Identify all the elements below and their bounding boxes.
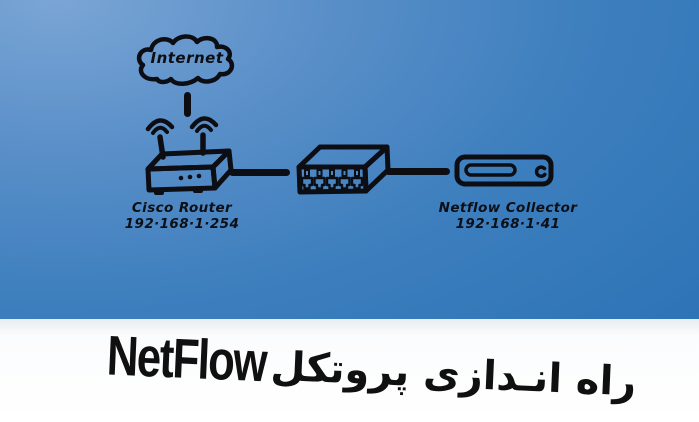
internet-cloud: Internet <box>131 33 243 90</box>
connector-switch-collector <box>385 168 450 175</box>
title-netflow-text: NetFlow <box>105 323 268 394</box>
title-persian-text: راه انـدازی پروتکل <box>269 343 638 406</box>
collector-ip-label: 192·168·1·41 <box>455 216 561 232</box>
collector-icon <box>454 154 554 187</box>
connector-cloud-router <box>184 92 191 117</box>
cloud-icon <box>136 34 235 86</box>
router-name-label: Cisco Router <box>131 200 233 216</box>
switch-icon <box>296 144 391 195</box>
connector-router-switch <box>229 169 290 176</box>
router-ip-label: 192·168·1·254 <box>124 216 240 232</box>
page-title: راه انـدازی پروتکل NetFlow <box>61 320 638 410</box>
router-icon <box>145 116 234 195</box>
network-diagram: Internet <box>0 0 699 319</box>
collector-name-label: Netflow Collector <box>438 200 578 216</box>
internet-label: Internet <box>150 49 224 67</box>
caption-banner: راه انـدازی پروتکل NetFlow <box>0 319 699 422</box>
